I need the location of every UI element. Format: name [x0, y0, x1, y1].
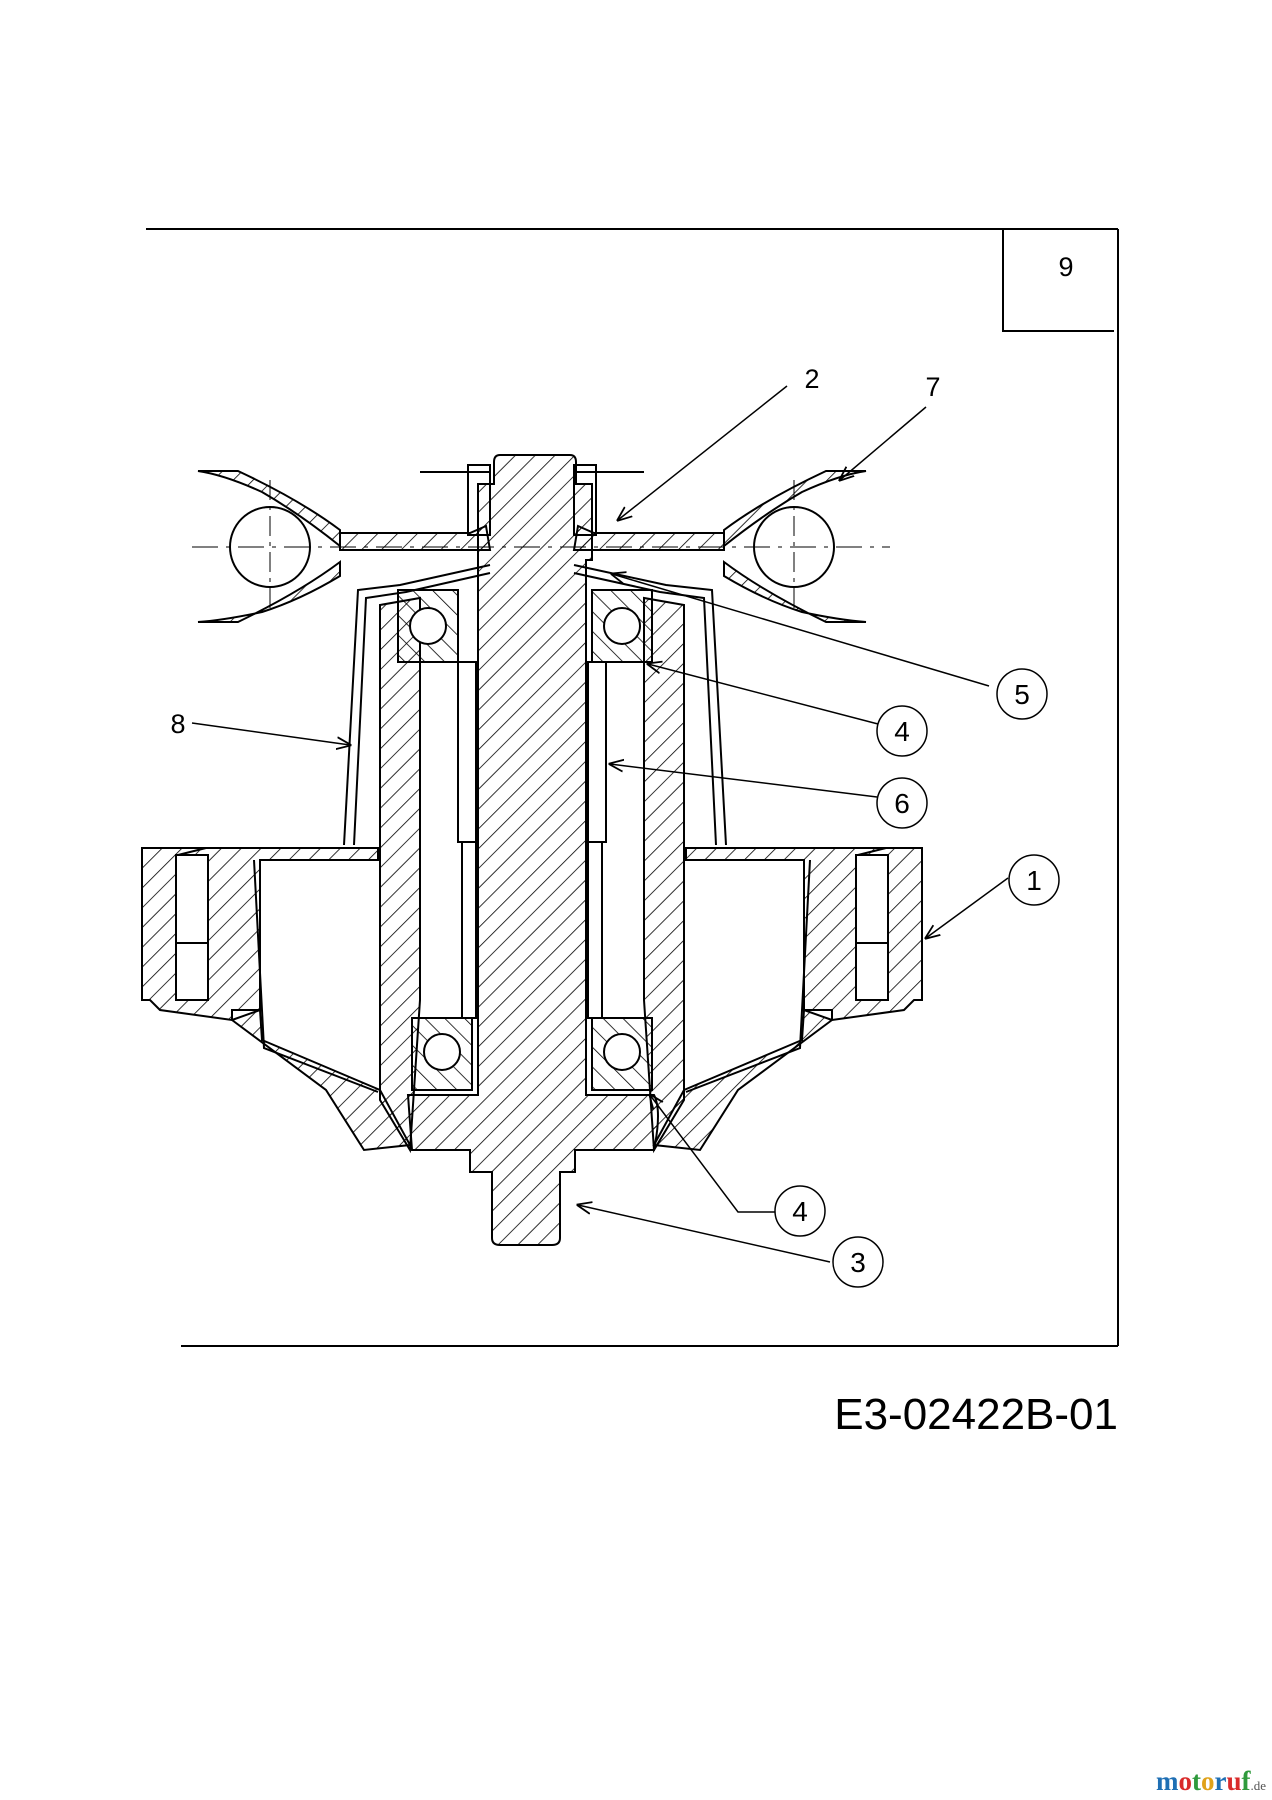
watermark-letter: o [1178, 1766, 1192, 1796]
callout-label-4-lower: 4 [792, 1196, 808, 1227]
watermark-letter: f [1241, 1766, 1251, 1796]
part-label-8: 8 [170, 709, 185, 739]
callout-label-1: 1 [1026, 865, 1042, 896]
watermark-suffix: .de [1250, 1778, 1266, 1793]
callout-label-3: 3 [850, 1247, 866, 1278]
site-watermark: motoruf.de [1156, 1766, 1266, 1796]
callout-1: 1 [1008, 854, 1060, 906]
callout-3: 3 [832, 1236, 884, 1288]
callout-label-5: 5 [1014, 679, 1030, 710]
part-label-7: 7 [925, 372, 940, 402]
callout-4-upper: 4 [876, 705, 928, 757]
callout-label-6: 6 [894, 788, 910, 819]
drawing-frame [146, 228, 1119, 1347]
watermark-letter: r [1214, 1766, 1226, 1796]
watermark-letter: u [1226, 1766, 1241, 1796]
watermark-letter: t [1192, 1766, 1201, 1796]
callout-label-4-upper: 4 [894, 716, 910, 747]
bearings [397, 589, 653, 1091]
part-label-2: 2 [804, 364, 819, 394]
spindle-shaft [406, 454, 659, 1246]
leader-lines [191, 385, 1009, 1263]
page-number: 9 [1058, 252, 1073, 282]
watermark-letter: o [1201, 1766, 1215, 1796]
spacer-tube [457, 661, 607, 1019]
watermark-letter: m [1156, 1766, 1179, 1796]
callout-4-lower: 4 [774, 1185, 826, 1237]
callout-6: 6 [876, 777, 928, 829]
drawing-code: E3-02422B-01 [834, 1390, 1118, 1439]
callout-labels: 2 7 8 5 4 6 1 4 3 [170, 364, 1060, 1288]
callout-5: 5 [996, 668, 1048, 720]
